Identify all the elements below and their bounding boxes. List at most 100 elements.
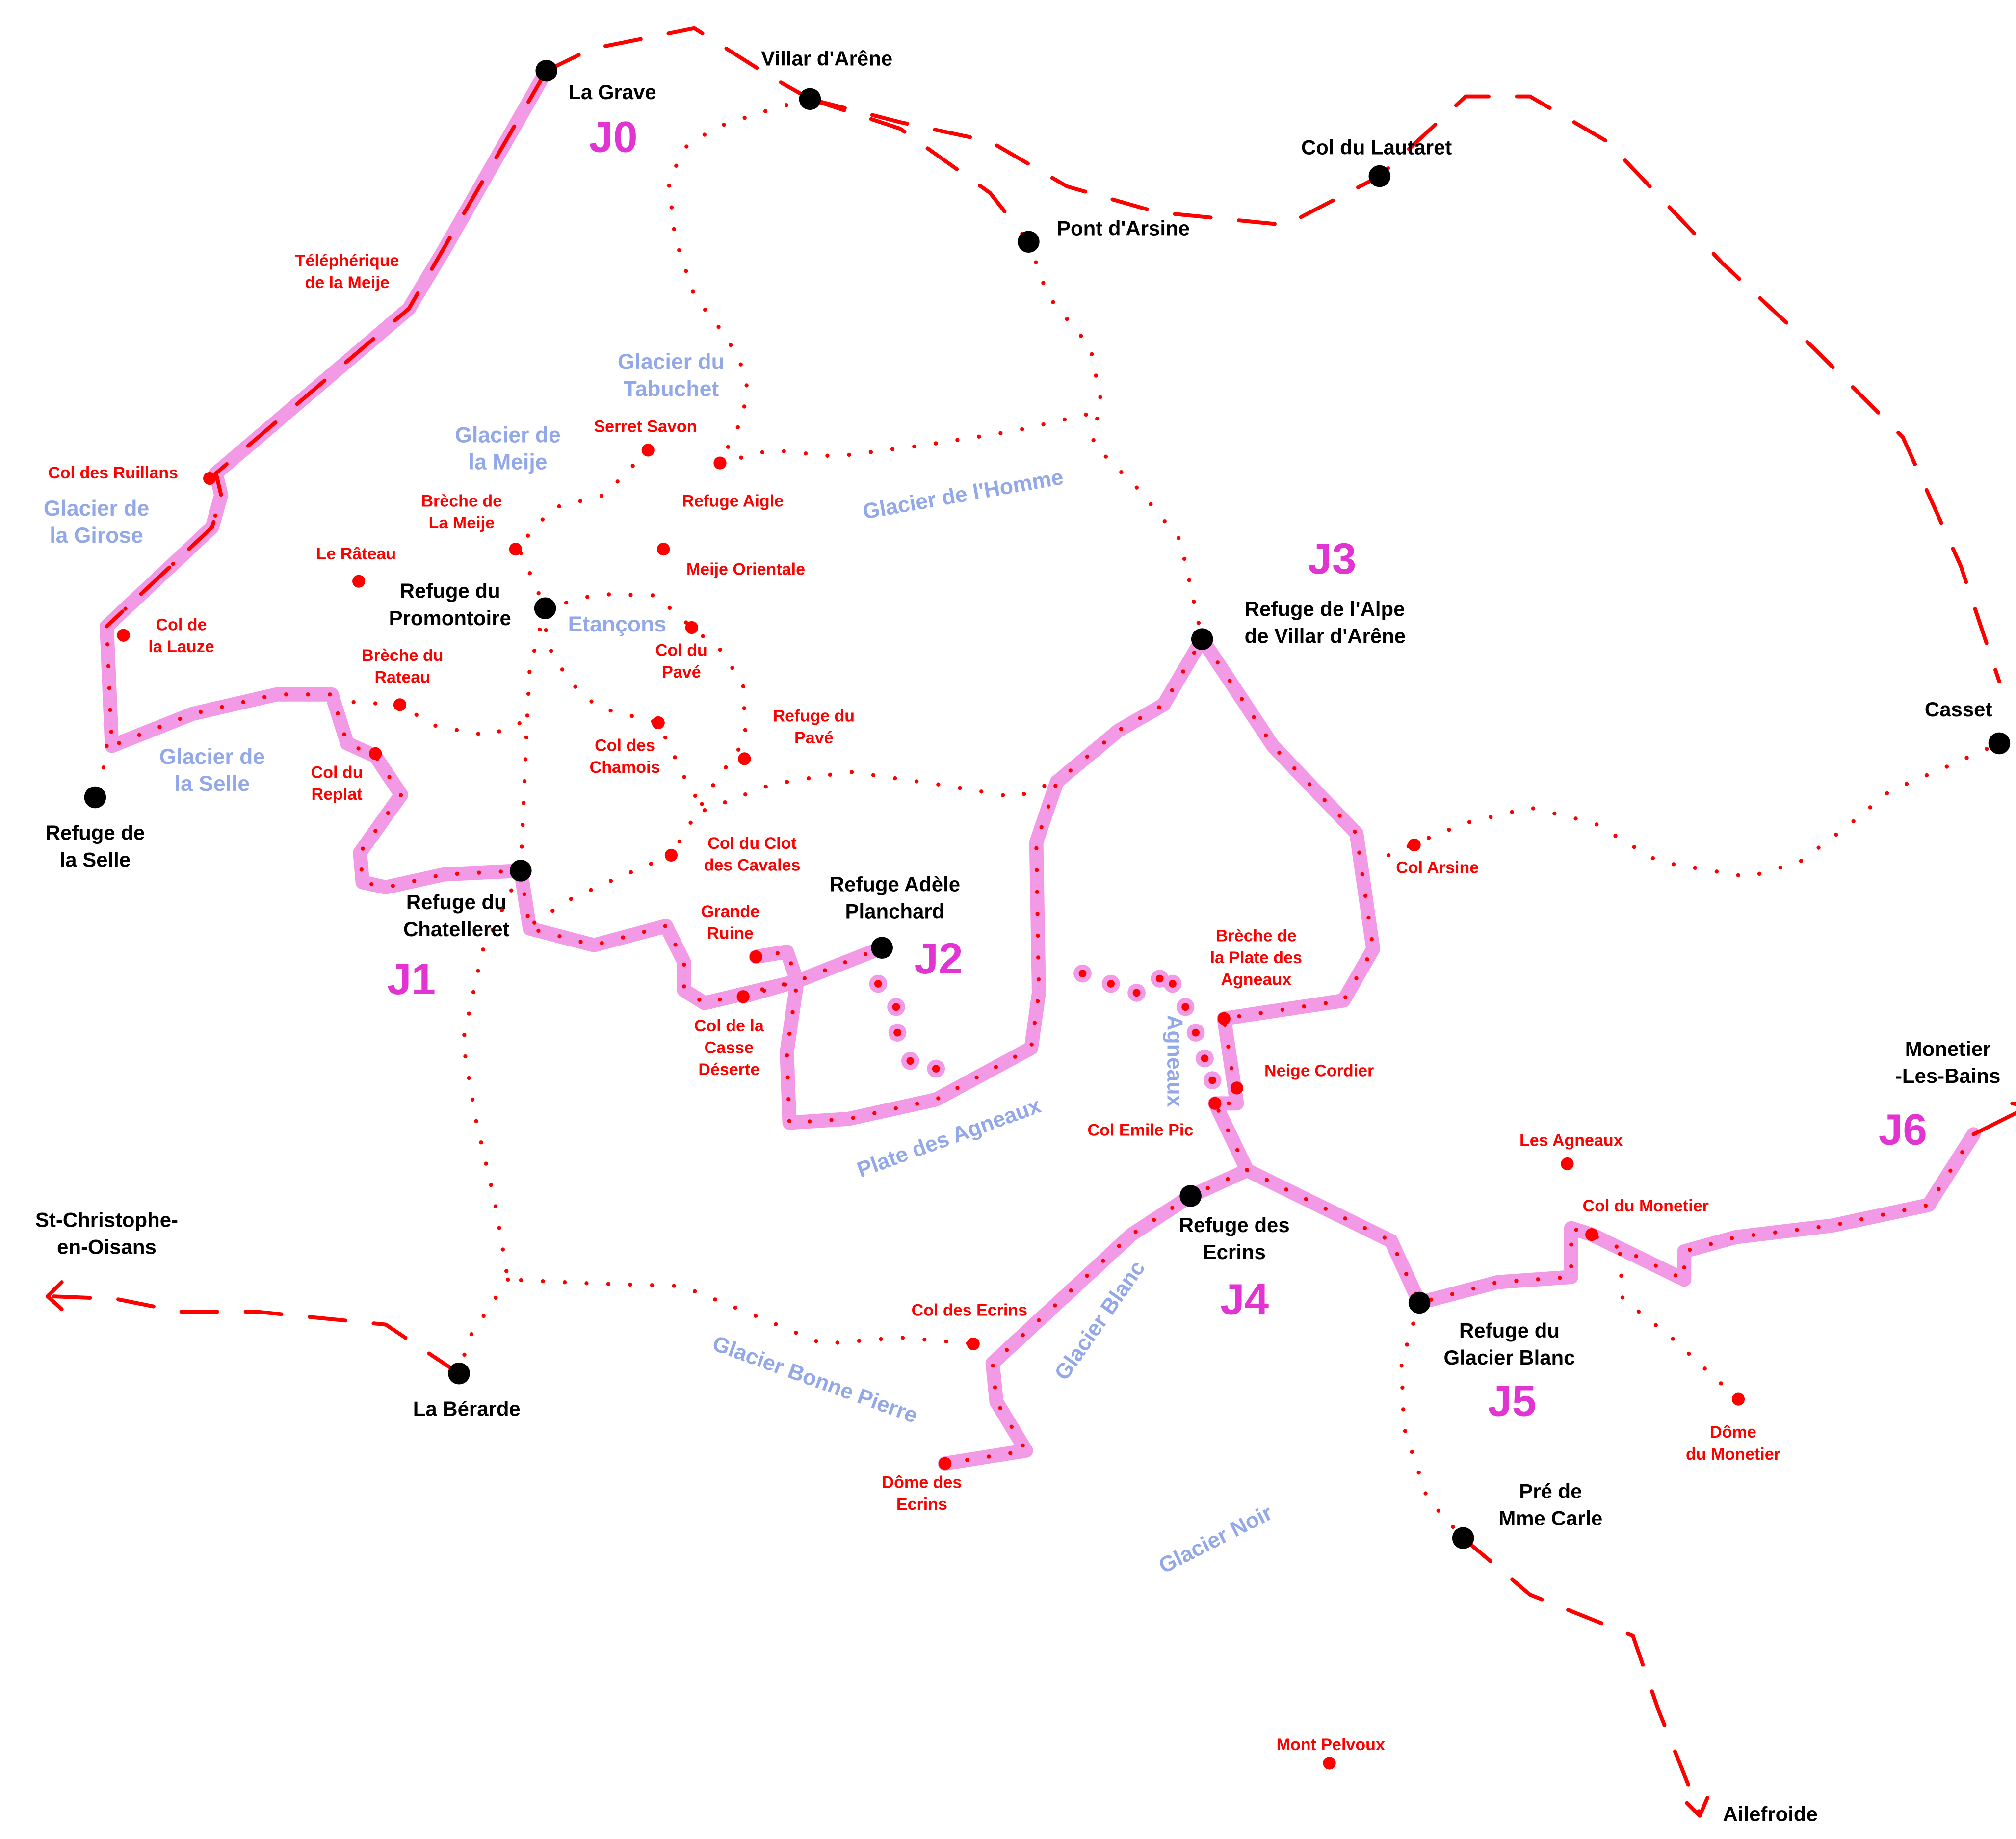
col-pave-label-line: Col du xyxy=(655,641,707,660)
grande-ruine-marker[interactable] xyxy=(749,950,762,964)
glacier-glacier-noir-label-line: Glacier Noir xyxy=(1155,1500,1276,1578)
col-ruillans-marker[interactable] xyxy=(203,472,216,485)
col-casse-deserte-label-line: Casse xyxy=(705,1039,754,1057)
col-pave-marker[interactable] xyxy=(685,621,698,634)
breche-rateau-label-line: Brèche du xyxy=(362,646,443,665)
les-agneaux-label: Les Agneaux xyxy=(1519,1131,1623,1150)
le-rateau-marker[interactable] xyxy=(352,575,366,588)
glacier-glacier-blanc-label: Glacier Blanc xyxy=(1050,1257,1150,1385)
refuge-chatelleret-marker[interactable] xyxy=(510,860,532,882)
trail-dotted-segment xyxy=(718,409,1101,465)
col-replat-marker[interactable] xyxy=(369,747,382,760)
breche-meije-marker[interactable] xyxy=(509,543,522,556)
variant-halo-dot xyxy=(1192,1028,1200,1037)
col-lauze-marker[interactable] xyxy=(117,629,130,642)
col-arsine-marker[interactable] xyxy=(1408,838,1421,852)
col-emile-pic-label: Col Emile Pic xyxy=(1088,1121,1194,1139)
refuge-alpe-marker[interactable] xyxy=(1191,628,1213,650)
trail-dotted-segment xyxy=(1386,741,2002,879)
arrow-northeast-icon xyxy=(1971,1101,2016,1136)
col-ecrins-marker[interactable] xyxy=(967,1337,980,1351)
col-emile-pic-marker[interactable] xyxy=(1208,1097,1222,1110)
refuge-selle-marker[interactable] xyxy=(84,786,106,809)
casset-label: Casset xyxy=(1925,698,1992,721)
trail-dotted-segment xyxy=(531,853,674,926)
trail-dotted-segment xyxy=(543,592,748,858)
trail-dotted-segment xyxy=(702,769,1057,813)
col-emile-pic-label-line: Col Emile Pic xyxy=(1088,1121,1194,1139)
monetier-label-line: -Les-Bains xyxy=(1895,1064,2000,1087)
neige-cordier-label: Neige Cordier xyxy=(1264,1062,1374,1080)
refuge-glacier-blanc-marker[interactable] xyxy=(1408,1291,1431,1314)
col-pave-label-line: Pavé xyxy=(662,663,701,682)
refuge-adele-planchard-marker[interactable] xyxy=(871,937,893,959)
grande-ruine-label-line: Ruine xyxy=(707,924,754,943)
refuge-alpe-label-line: Refuge de l'Alpe xyxy=(1245,597,1405,620)
meije-orientale-marker[interactable] xyxy=(657,543,670,556)
trail-dotted-segment xyxy=(519,606,548,873)
glacier-homme-label: Glacier de l'Homme xyxy=(861,465,1065,524)
refuge-ecrins-marker[interactable] xyxy=(1179,1185,1202,1207)
refuge-promontoire-marker[interactable] xyxy=(534,597,556,620)
col-ruillans-label: Col des Ruillans xyxy=(48,464,178,482)
dome-ecrins-label-line: Ecrins xyxy=(896,1495,947,1514)
col-clot-cavales-marker[interactable] xyxy=(664,848,678,862)
road-dashed-segment xyxy=(808,97,1031,244)
pont-darsine-marker[interactable] xyxy=(1018,231,1040,253)
pre-mme-carle-marker[interactable] xyxy=(1452,1527,1474,1549)
dome-monetier-marker[interactable] xyxy=(1731,1392,1745,1406)
col-chamois-marker[interactable] xyxy=(652,716,665,730)
refuge-adele-planchard-label-line: Refuge Adèle xyxy=(830,872,960,895)
refuge-aigle-marker[interactable] xyxy=(713,456,727,470)
mont-pelvoux-marker[interactable] xyxy=(1323,1757,1336,1770)
refuge-pave-marker[interactable] xyxy=(738,752,751,765)
pre-mme-carle-label-line: Pré de xyxy=(1519,1479,1582,1502)
glacier-homme-label-line: Glacier de l'Homme xyxy=(861,465,1065,524)
telepherique-label-line: de la Meije xyxy=(305,273,389,292)
col-casse-deserte-marker[interactable] xyxy=(736,990,750,1003)
neige-cordier-label-line: Neige Cordier xyxy=(1264,1062,1374,1080)
breche-rateau-marker[interactable] xyxy=(393,698,407,711)
trail-dotted-segment xyxy=(741,635,1376,1198)
refuge-chatelleret-label-line: Chatelleret xyxy=(403,918,510,941)
breche-plate-agneaux-marker[interactable] xyxy=(1217,1012,1231,1025)
glacier-bonne-pierre-label: Glacier Bonne Pierre xyxy=(709,1331,921,1428)
refuge-aigle-label: Refuge Aigle xyxy=(682,492,784,511)
glacier-tabuchet-label-line: Tabuchet xyxy=(624,377,719,401)
col-monetier-marker[interactable] xyxy=(1585,1228,1598,1241)
col-lauze-label-line: la Lauze xyxy=(148,637,214,656)
la-berarde-marker[interactable] xyxy=(448,1362,470,1385)
road-dashed-segment xyxy=(49,1294,461,1376)
serret-savon-marker[interactable] xyxy=(641,444,655,457)
breche-plate-agneaux-label-line: Brèche de xyxy=(1216,927,1297,946)
refuge-ecrins-label-line: Ecrins xyxy=(1203,1240,1266,1263)
road-dashed-layer xyxy=(49,26,2001,1815)
col-du-lautaret-marker[interactable] xyxy=(1368,165,1391,187)
refuge-promontoire-label-line: Refuge du xyxy=(400,579,500,603)
refuge-ecrins-label-line: Refuge des xyxy=(1179,1213,1290,1236)
glacier-etancons-label-line: Etançons xyxy=(568,612,666,636)
le-rateau-label: Le Râteau xyxy=(316,545,396,563)
st-christophe-label-line: St-Christophe- xyxy=(35,1208,178,1231)
dome-ecrins-marker[interactable] xyxy=(938,1457,952,1470)
casset-marker[interactable] xyxy=(1988,732,2011,755)
les-agneaux-marker[interactable] xyxy=(1561,1157,1574,1171)
col-ruillans-label-line: Col des Ruillans xyxy=(48,464,178,482)
neige-cordier-marker[interactable] xyxy=(1230,1081,1244,1095)
la-grave-marker[interactable] xyxy=(535,59,558,82)
villar-darene-marker[interactable] xyxy=(799,88,821,110)
dome-ecrins-label-line: Dôme des xyxy=(882,1473,962,1492)
